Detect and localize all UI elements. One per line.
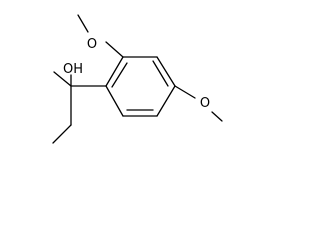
benzene-ring [105,56,176,117]
methoxy-group-ortho: O [77,14,124,58]
ring-bond-3 [156,85,176,117]
bond-ring-to-oxygen-para [174,85,196,99]
ring-double-bond-inner-2 [152,60,169,87]
chemical-structure-diagram: O O OH [52,14,223,144]
ring-bond-1 [105,85,124,117]
oxygen-label-para: O [200,96,210,111]
tertiary-alcohol-side-chain: OH [52,62,107,144]
hydroxyl-label: OH [63,62,83,77]
bond-ring-to-oxygen-ortho [105,41,124,58]
bond-oxygen-to-methyl-ortho [77,14,89,33]
ring-bond-6 [105,56,124,87]
bond-oxygen-to-methyl-para [211,111,223,122]
oxygen-label-ortho: O [87,37,97,52]
methoxy-group-para: O [174,85,223,122]
ring-bond-4 [156,56,176,87]
bond-ethyl-terminal [52,124,72,144]
ring-double-bond-inner-3 [111,62,128,88]
bond-carbinol-to-methyl [53,71,72,87]
